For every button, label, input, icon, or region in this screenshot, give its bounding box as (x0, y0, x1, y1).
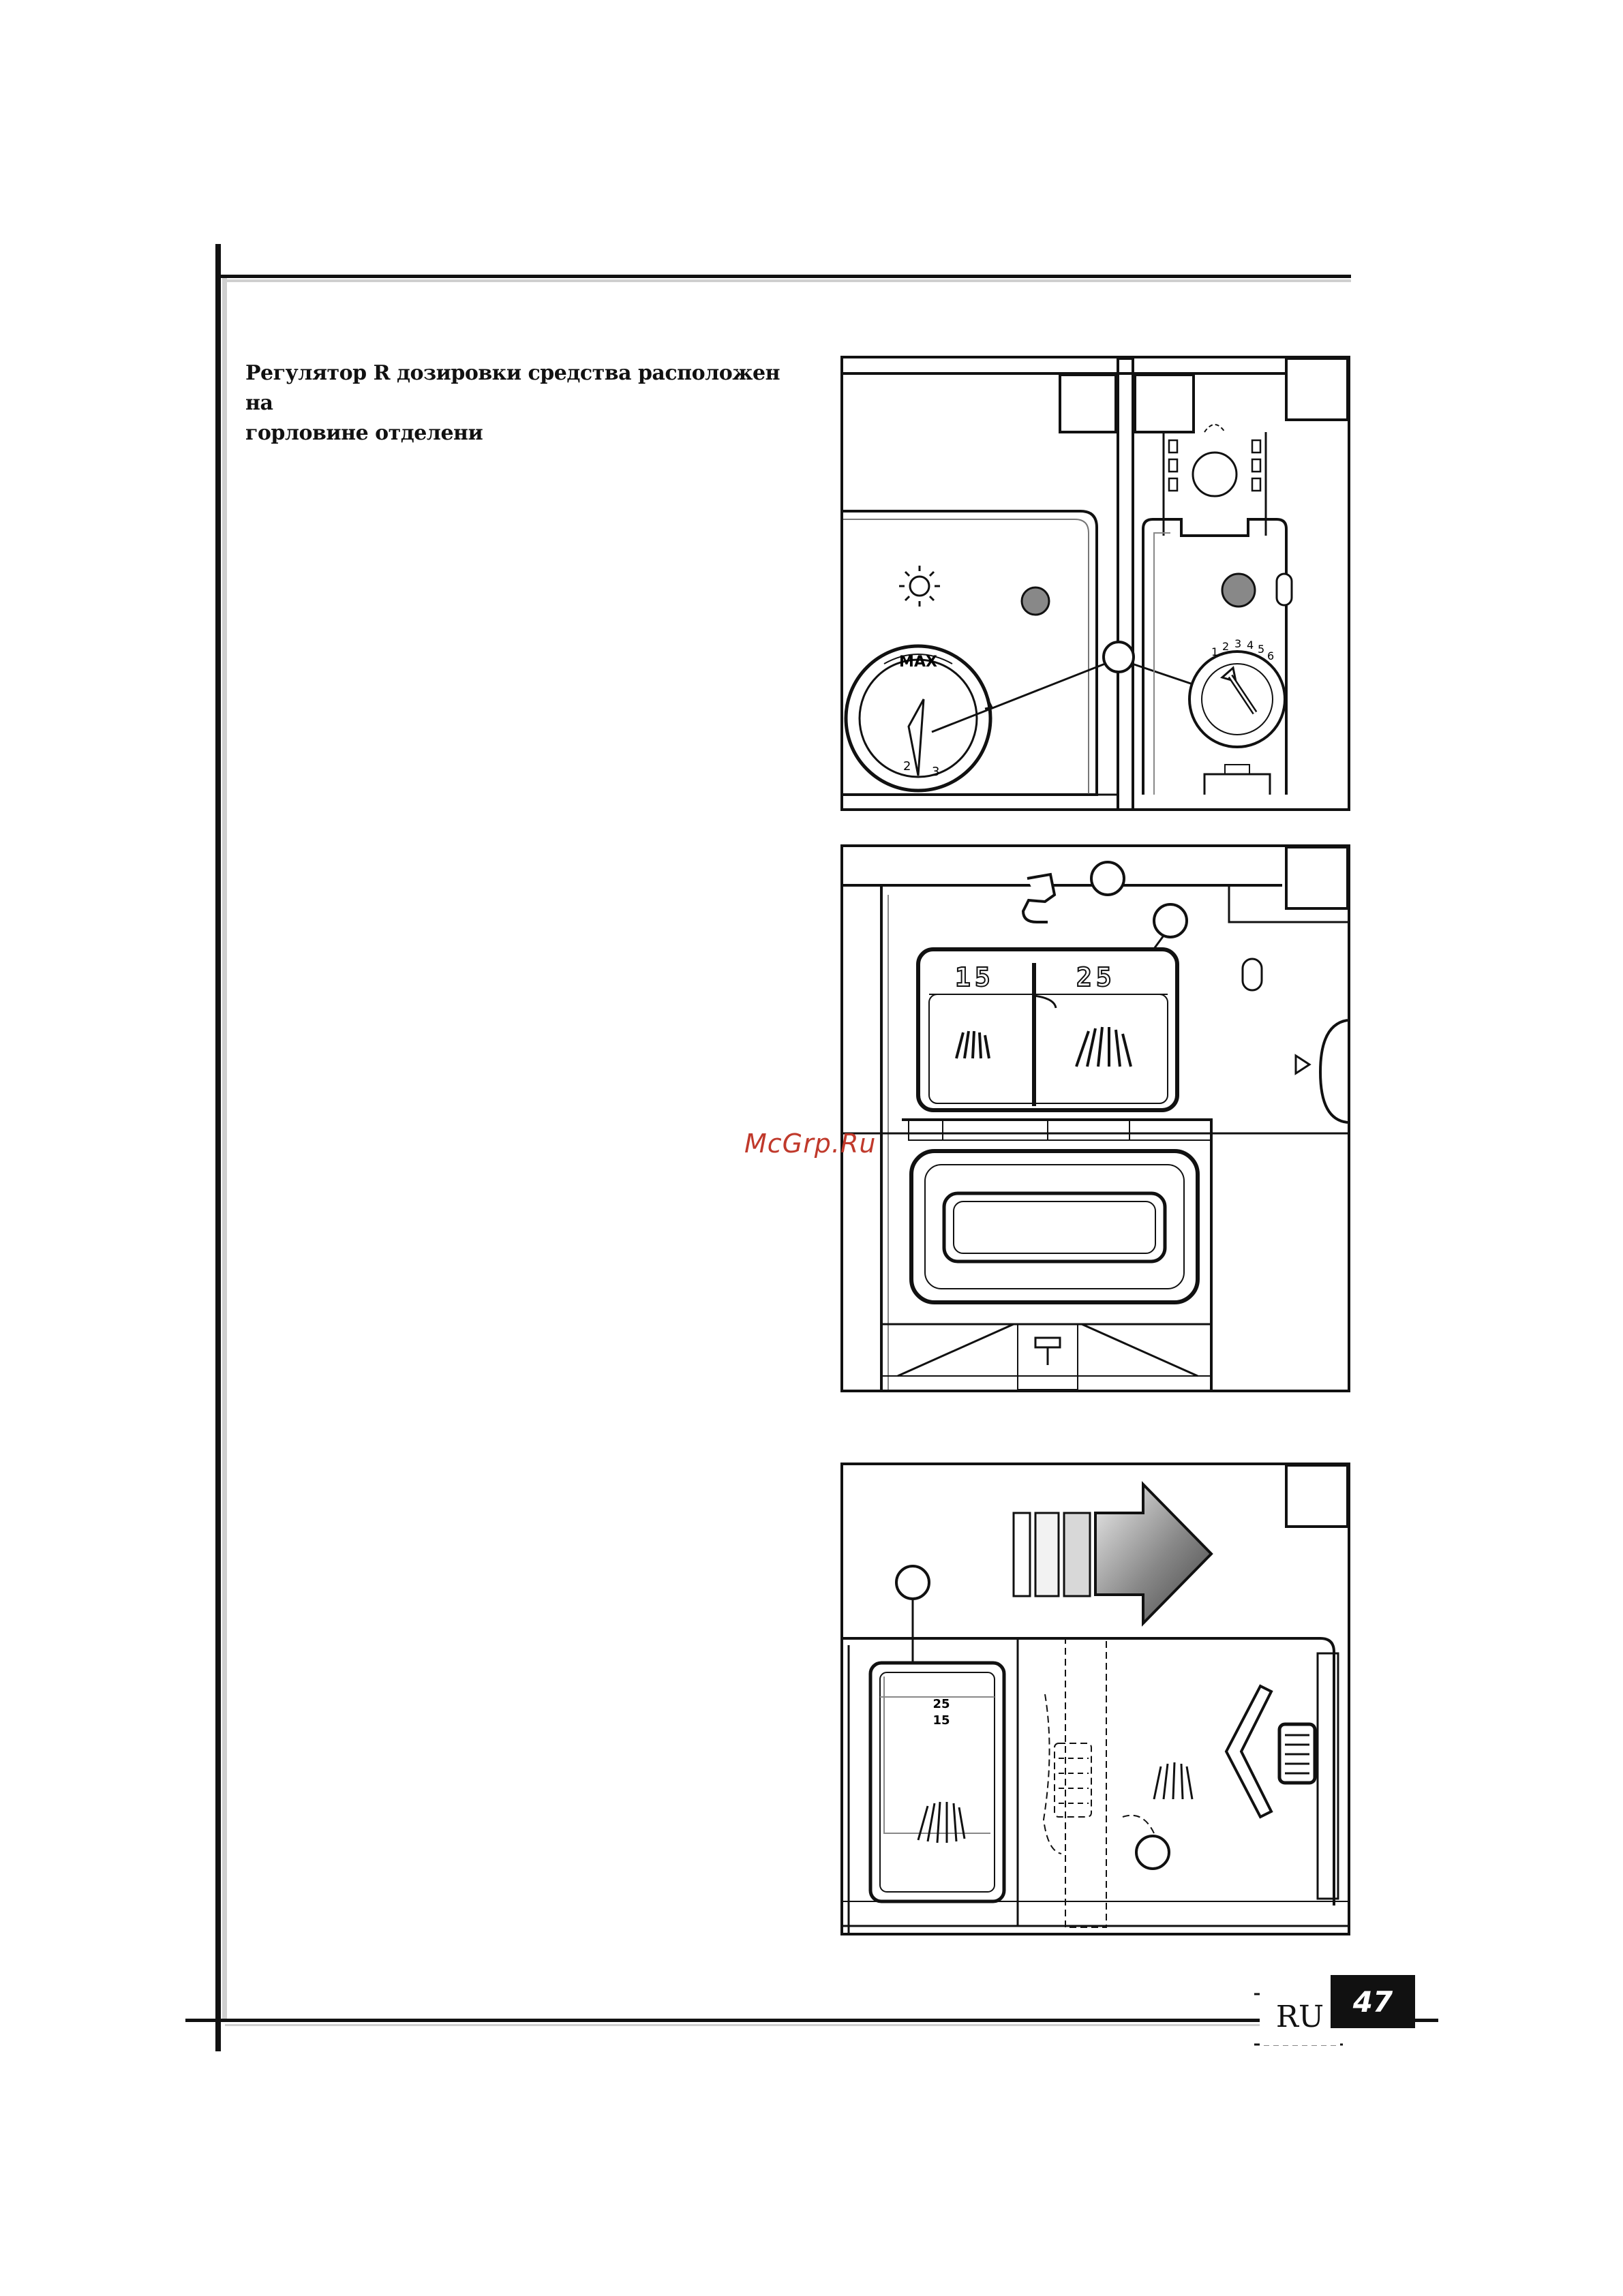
dial-number: 3 (1234, 637, 1241, 650)
intro-line-2: горловине отделени (245, 418, 811, 448)
rinse-aid-sun-icon (899, 566, 940, 607)
figure-dosage-dials-drawing: MAX 2 3 1 2 3 4 5 6 (843, 358, 1348, 808)
intro-line-1: Регулятор R дозировки средства расположе… (245, 358, 811, 418)
figure-slide-lid: 25 15 (840, 1463, 1350, 1935)
figure-detergent-compartment: 15 25 (840, 844, 1350, 1392)
header-rule (215, 275, 1351, 278)
callout-slide (1136, 1836, 1169, 1869)
dial-number: 2 (903, 759, 911, 774)
max-label: MAX (899, 654, 937, 671)
slide-direction-arrow-icon (1014, 1484, 1211, 1623)
callout-lid (896, 1566, 929, 1599)
label-15: 15 (955, 962, 995, 992)
detergent-mark-icon (1154, 1762, 1192, 1799)
dial-number: 3 (932, 765, 939, 779)
page-number: 47 (1331, 1975, 1415, 2028)
dial-number: 2 (1222, 640, 1229, 653)
callout-R (1104, 642, 1134, 672)
dial-number: 4 (1247, 639, 1254, 652)
label-25: 25 (1076, 962, 1116, 992)
footer-rule-shadow (225, 2024, 1316, 2026)
label-15: 15 (932, 1713, 950, 1728)
intro-text: Регулятор R дозировки средства расположе… (245, 358, 811, 448)
footer-rule (185, 2019, 1438, 2022)
dial-number: 5 (1258, 643, 1264, 656)
watermark: McGrp.Ru (744, 1129, 876, 1159)
dial-number: 1 (1211, 645, 1218, 658)
label-25: 25 (932, 1697, 950, 1711)
dial-number: 6 (1267, 649, 1274, 662)
header-rule-shadow (225, 279, 1351, 282)
language-label: RU (1260, 1988, 1340, 2045)
callout-cup (1154, 904, 1187, 937)
left-margin-bar (215, 244, 221, 2051)
figure-detergent-compartment-drawing: 15 25 (843, 847, 1348, 1390)
callout-latch (1091, 862, 1124, 895)
left-margin-shadow (222, 278, 227, 2020)
figure-slide-lid-drawing: 25 15 (843, 1465, 1348, 1933)
figure-dosage-dials: MAX 2 3 1 2 3 4 5 6 (840, 356, 1350, 811)
